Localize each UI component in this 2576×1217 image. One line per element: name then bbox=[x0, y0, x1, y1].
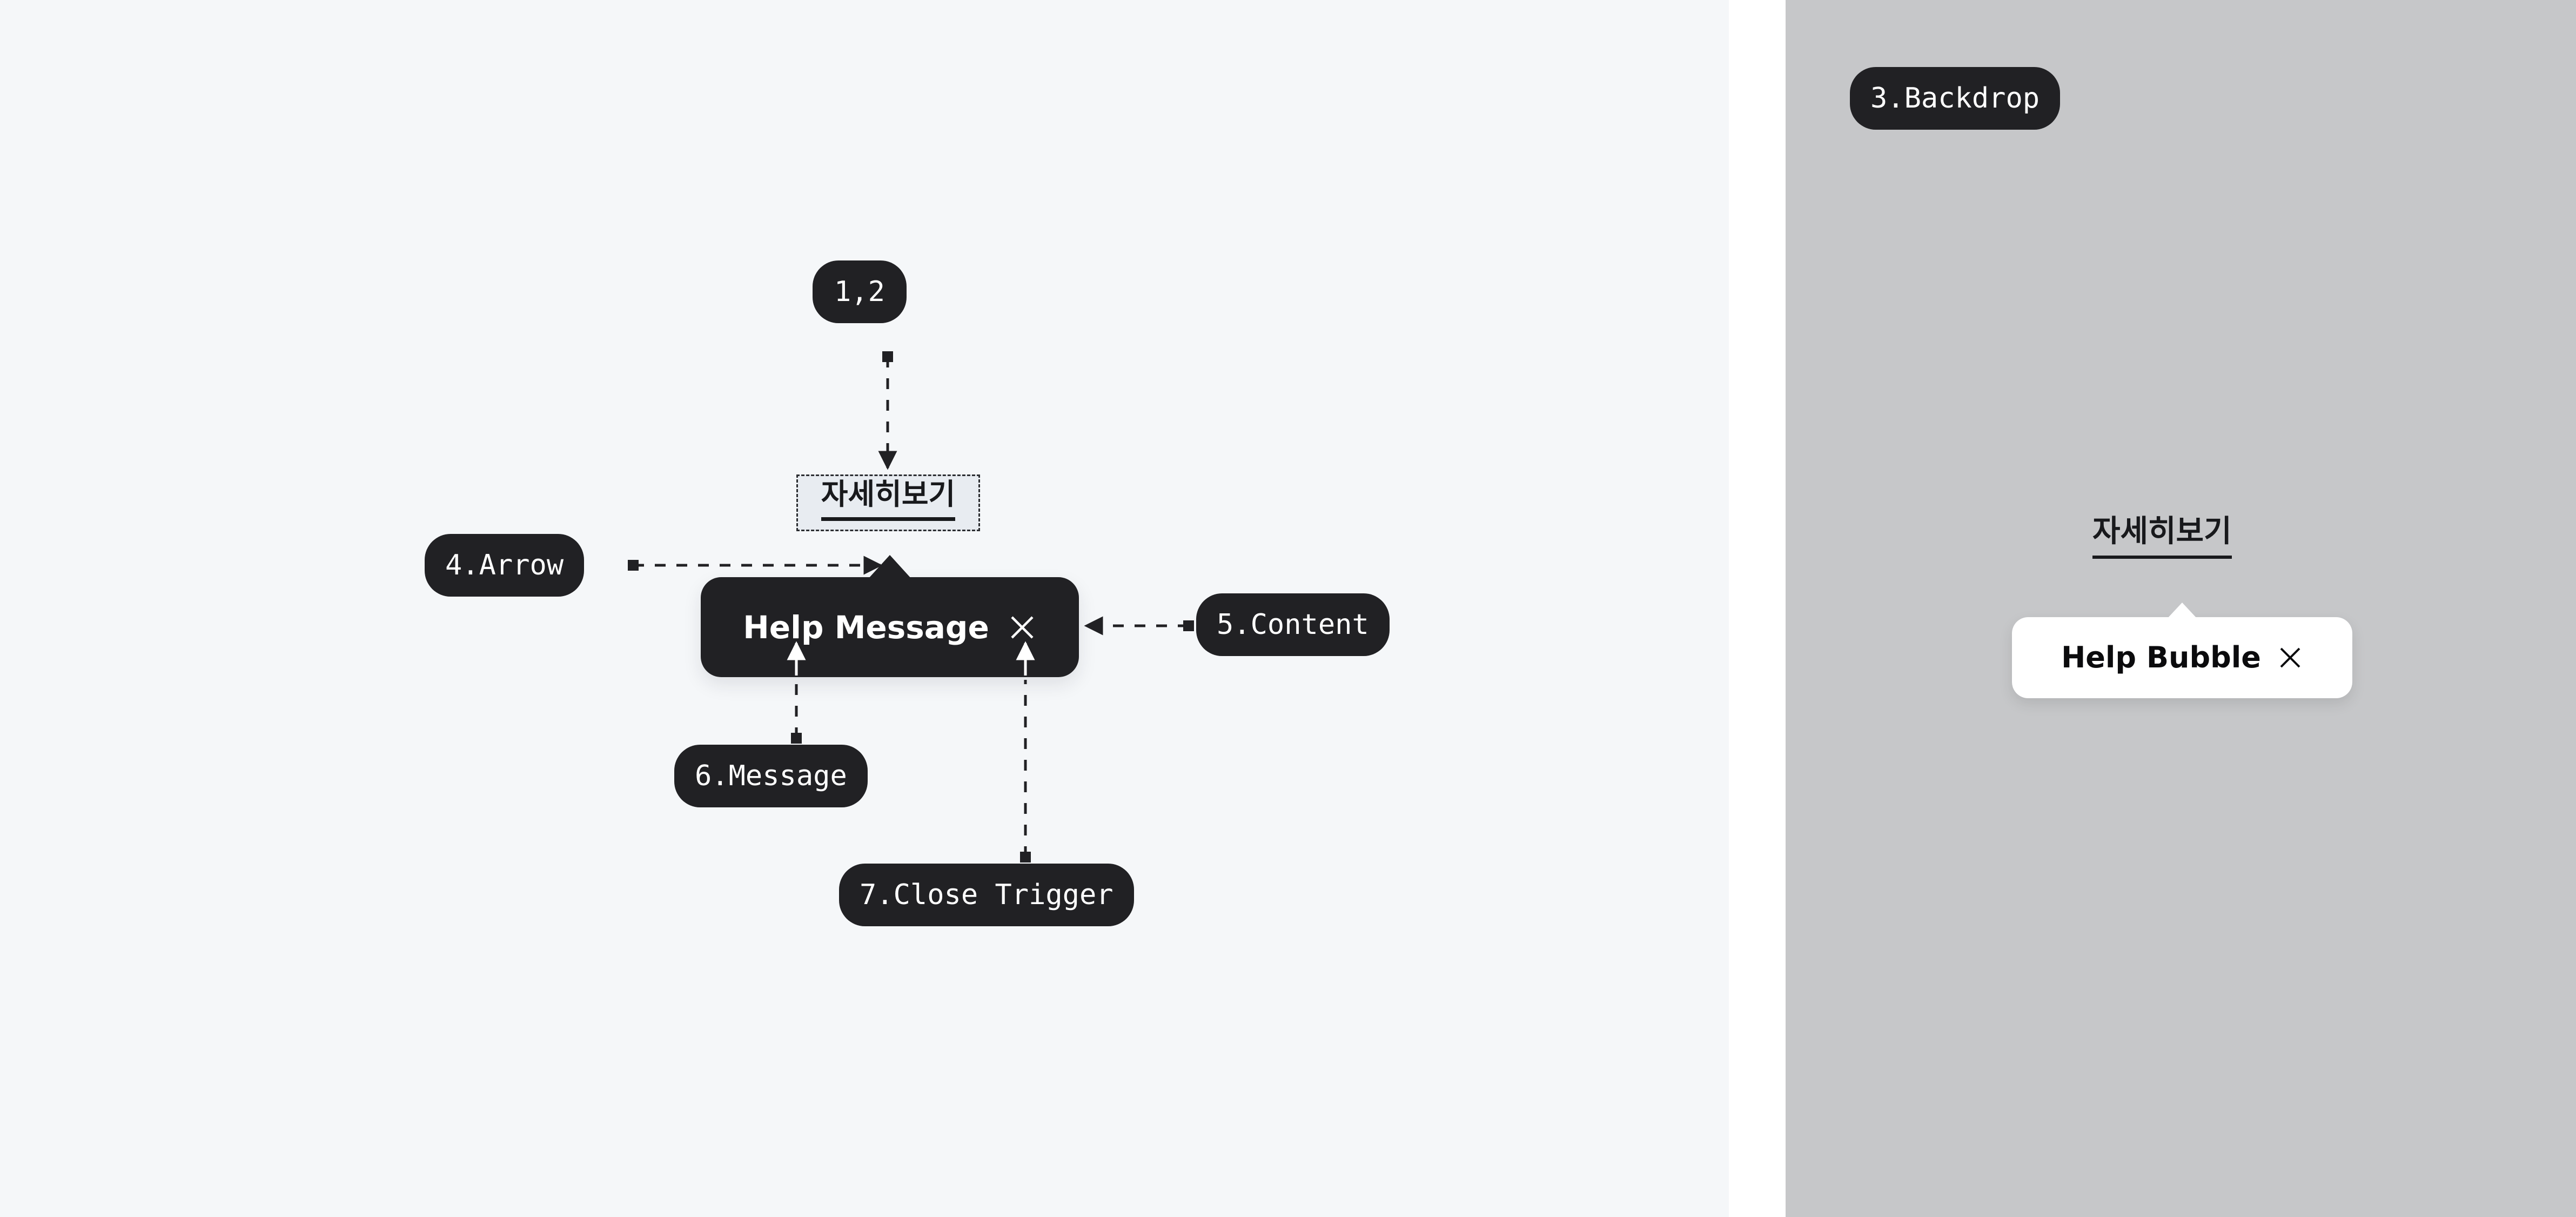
panel-divider-gap bbox=[1729, 0, 1786, 1217]
close-x-icon[interactable] bbox=[1008, 613, 1037, 642]
help-message-bubble[interactable]: Help Message bbox=[701, 555, 1079, 677]
annotation-pill-step-5-content[interactable]: 5.Content bbox=[1196, 593, 1390, 656]
anchor-link-preview[interactable]: 자세히보기 bbox=[2092, 516, 2232, 559]
annotation-pill-label: 7.Close Trigger bbox=[860, 879, 1113, 911]
annotation-pill-label: 5.Content bbox=[1217, 608, 1369, 641]
help-bubble-text: Help Bubble bbox=[2061, 640, 2261, 674]
annotation-pill-step-3-backdrop[interactable]: 3.Backdrop bbox=[1850, 67, 2061, 130]
anchor-link-highlighted[interactable]: 자세히보기 bbox=[796, 474, 980, 531]
annotation-pill-step-4-arrow[interactable]: 4.Arrow bbox=[425, 534, 585, 597]
annotation-pill-label: 1,2 bbox=[834, 276, 885, 308]
anchor-link-label: 자세히보기 bbox=[821, 479, 956, 521]
anchor-link-label: 자세히보기 bbox=[2092, 516, 2232, 559]
bubble-arrow-tail bbox=[868, 555, 911, 579]
annotation-pill-label: 4.Arrow bbox=[445, 549, 564, 581]
close-x-icon[interactable] bbox=[2277, 645, 2303, 671]
help-bubble-preview[interactable]: Help Bubble bbox=[2012, 603, 2352, 698]
anatomy-panel: 1,2 자세히보기 Help Message 4.Arrow 5.Content bbox=[425, 260, 1390, 926]
annotation-pill-step-7-close-trigger[interactable]: 7.Close Trigger bbox=[839, 864, 1134, 926]
bubble-arrow-tail bbox=[2167, 603, 2197, 619]
annotation-pill-step-1-2[interactable]: 1,2 bbox=[813, 260, 907, 323]
help-message-text: Help Message bbox=[743, 608, 989, 646]
annotation-pill-label: 3.Backdrop bbox=[1870, 82, 2040, 115]
annotation-pill-label: 6.Message bbox=[695, 760, 847, 792]
annotation-pill-step-6-message[interactable]: 6.Message bbox=[674, 745, 868, 807]
